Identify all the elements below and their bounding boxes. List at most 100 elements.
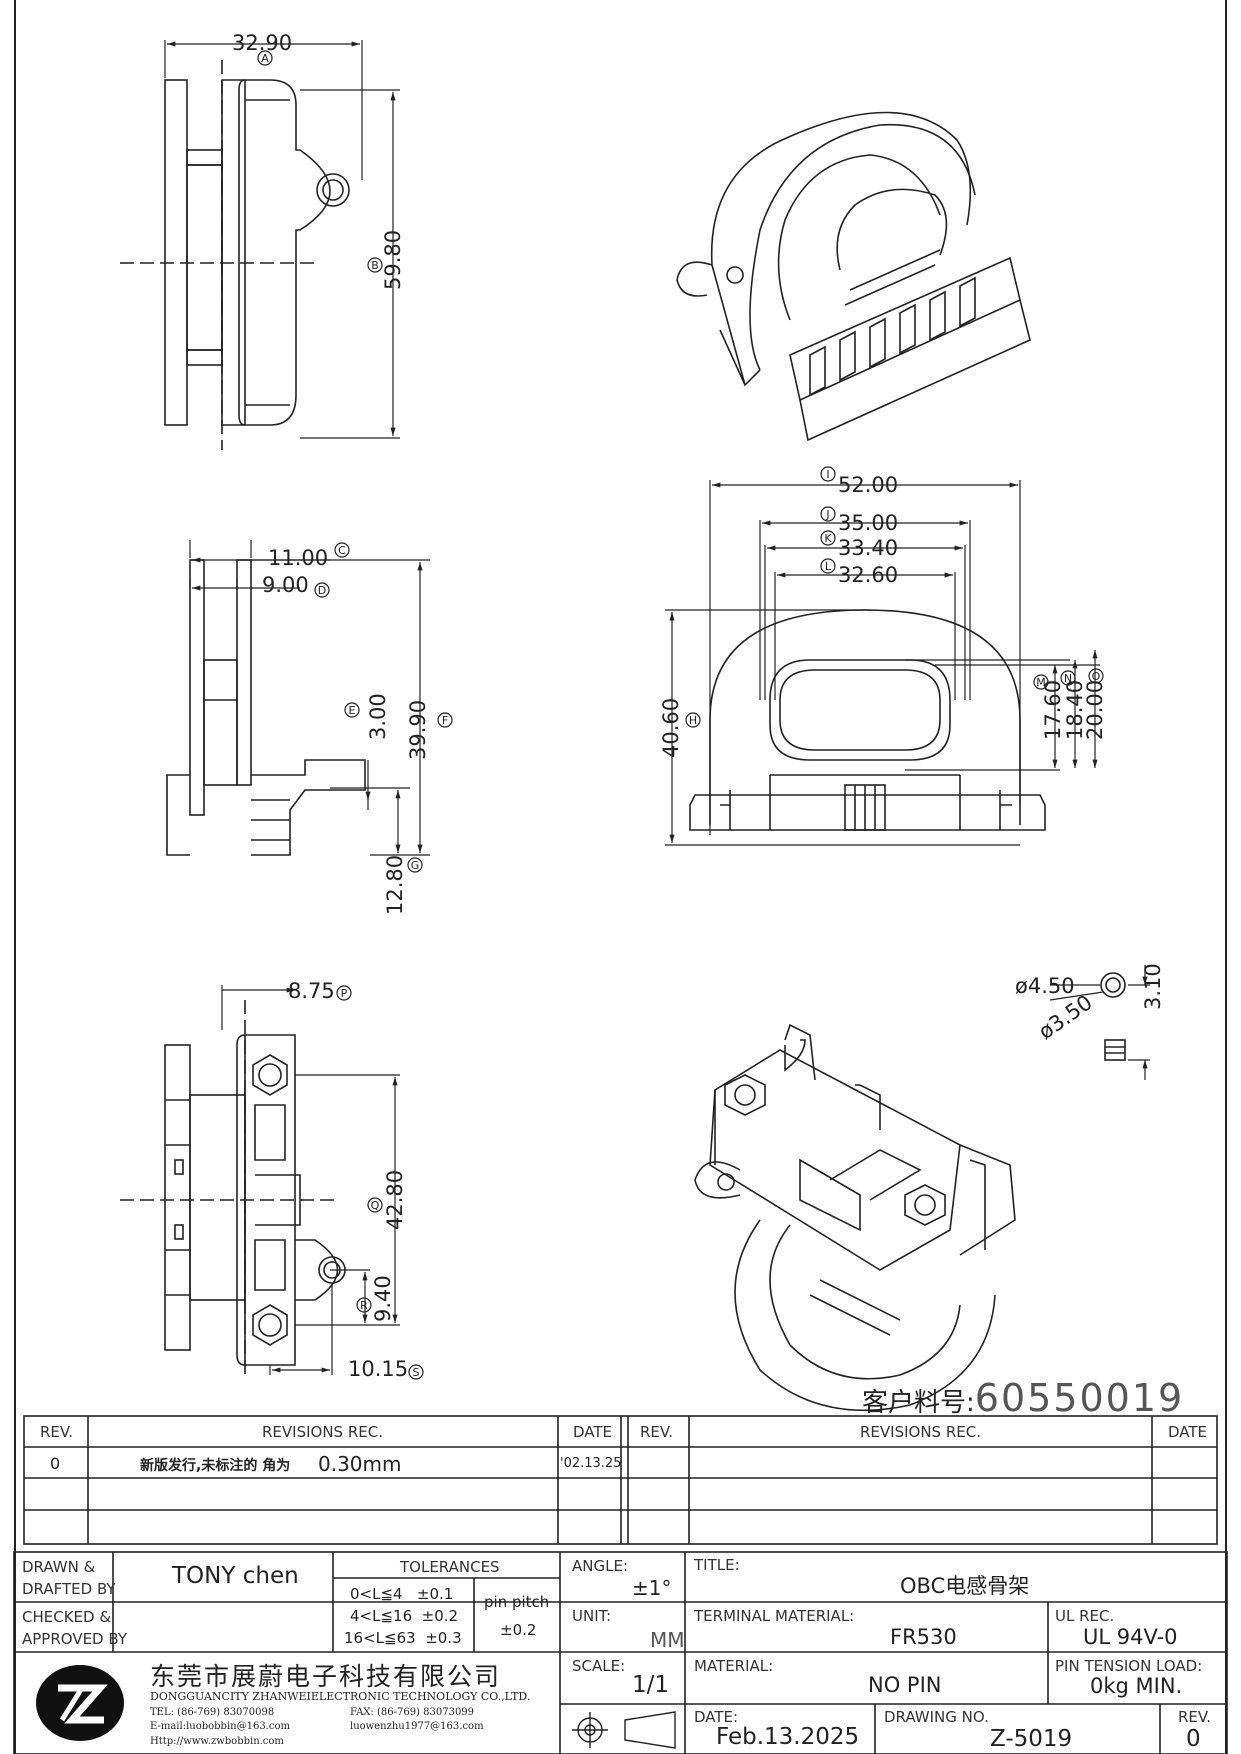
- rev-value: 0: [1186, 1726, 1201, 1752]
- isometric-view-top: [676, 111, 1031, 442]
- date-label: DATE:: [694, 1708, 739, 1726]
- isometric-view-bottom: [694, 1023, 1016, 1412]
- dimension-k: 33.40: [838, 536, 898, 560]
- drawing-no-value: Z-5019: [990, 1726, 1073, 1752]
- dimension-marker-l: [820, 558, 836, 574]
- dimension-marker-m: [1033, 674, 1049, 690]
- pin-tension-value: 0kg MIN.: [1090, 1674, 1183, 1698]
- pin-dimension-pin-height: 3.10: [1141, 963, 1165, 1010]
- pin-dimension-pin-inner: ø3.50: [1034, 990, 1097, 1044]
- drawn-by: TONY chen: [172, 1563, 299, 1589]
- unit-value: MM: [650, 1628, 685, 1652]
- dimension-marker-letter: F: [442, 714, 448, 727]
- dimension-marker-d: [314, 582, 330, 598]
- dimension-g: 12.80: [383, 855, 407, 915]
- checked-label: CHECKED & APPROVED BY: [22, 1608, 128, 1648]
- dimension-marker-letter: B: [371, 259, 379, 272]
- company-email-2: luowenzhu1977@163.com: [350, 1721, 484, 1732]
- company-fax: FAX: (86-769) 83073099: [350, 1707, 475, 1718]
- rev-label: REV.: [1178, 1708, 1211, 1726]
- dimension-marker-letter: C: [338, 544, 346, 557]
- material-value: NO PIN: [868, 1673, 942, 1697]
- dimension-marker-letter: G: [411, 859, 420, 872]
- dimension-marker-letter: Q: [371, 1199, 380, 1212]
- dimension-marker-f: [437, 712, 453, 728]
- dimension-b: 59.80: [381, 230, 405, 290]
- dimension-n: 18.40: [1063, 680, 1087, 740]
- tolerance-ranges: 0<L≦4 ±0.1 4<L≦16 ±0.2 16<L≦63 ±0.3: [344, 1583, 462, 1649]
- dimension-marker-letter: L: [825, 560, 832, 573]
- pin-dimension-pin-outer: ø4.50: [1015, 974, 1075, 998]
- dimension-s: 10.15: [348, 1357, 408, 1381]
- company-http: Http://www.zwbobbin.com: [150, 1736, 284, 1747]
- date-value: Feb.13.2025: [716, 1724, 860, 1750]
- dimension-marker-o: [1088, 668, 1104, 684]
- side-view-top: [120, 60, 350, 450]
- dimension-marker-letter: R: [360, 1299, 368, 1312]
- dimension-marker-letter: H: [689, 714, 697, 727]
- dimension-marker-q: [367, 1197, 383, 1213]
- company-email-1: E-mail:luobobbin@163.com: [150, 1721, 290, 1732]
- dimension-l: 32.60: [838, 563, 898, 587]
- dimension-marker-h: [685, 712, 701, 728]
- rev-row-rec: 新版发行,未标注的 角为: [140, 1458, 291, 1474]
- date-header-left: DATE: [573, 1423, 613, 1441]
- dimension-marker-r: [356, 1297, 372, 1313]
- dimension-m: 17.60: [1041, 680, 1065, 740]
- pin-detail: [1100, 972, 1126, 1061]
- dimension-j: 35.00: [838, 511, 898, 535]
- dimension-marker-letter: K: [824, 532, 832, 545]
- dimension-marker-j: [820, 506, 836, 522]
- dimension-marker-letter: I: [826, 468, 829, 481]
- title-label: TITLE:: [694, 1556, 740, 1574]
- side-view-bottom: [120, 1000, 346, 1380]
- dimension-c: 11.00: [268, 546, 328, 570]
- angle-label: ANGLE:: [572, 1557, 628, 1575]
- date-header-right: DATE: [1168, 1423, 1208, 1441]
- dimension-p: 8.75: [288, 979, 335, 1003]
- rec-header-left: REVISIONS REC.: [262, 1423, 383, 1441]
- dimension-marker-letter: A: [261, 52, 269, 65]
- tol-value: ±0.3: [425, 1629, 462, 1647]
- dimension-marker-p: [336, 985, 352, 1001]
- dimension-marker-c: [334, 542, 350, 558]
- rev-header-left: REV.: [40, 1423, 73, 1441]
- dimension-marker-b: [367, 257, 383, 273]
- company-name-cn: 东莞市展蔚电子科技有限公司: [150, 1662, 502, 1691]
- dimension-h: 40.60: [659, 698, 683, 758]
- dimension-marker-letter: P: [341, 987, 348, 1000]
- rev-header-right: REV.: [640, 1423, 673, 1441]
- dimension-marker-letter: O: [1092, 670, 1101, 683]
- pin-pitch-tol: ±0.2: [500, 1621, 537, 1639]
- scale-value: 1/1: [632, 1672, 670, 1698]
- material-label: MATERIAL:: [694, 1657, 774, 1675]
- dimension-marker-letter: E: [349, 704, 356, 717]
- customer-part: 客户料号:60550019: [862, 1376, 1184, 1420]
- rev-row-rev: 0: [50, 1454, 61, 1473]
- terminal-material-value: FR530: [890, 1625, 957, 1649]
- company-name-en: DONGGUANCITY ZHANWEIELECTRONIC TECHNOLOG…: [150, 1690, 531, 1703]
- customer-part-label: 客户料号:: [862, 1388, 975, 1418]
- dimension-e: 3.00: [366, 693, 390, 740]
- dimension-marker-s: [408, 1364, 424, 1380]
- dimension-d: 9.00: [262, 573, 309, 597]
- ul-label: UL REC.: [1055, 1607, 1115, 1625]
- dimension-i: 52.00: [838, 473, 898, 497]
- tol-value: ±0.1: [416, 1585, 454, 1603]
- drawn-label: DRAWN & DRAFTED BY: [22, 1558, 116, 1598]
- side-view-middle: [166, 559, 366, 856]
- rec-header-right: REVISIONS REC.: [860, 1423, 981, 1441]
- scale-label: SCALE:: [572, 1657, 626, 1675]
- dimension-marker-i: [820, 466, 836, 482]
- rev-row-date: '02.13.25: [560, 1456, 622, 1471]
- pin-tension-label: PIN TENSION LOAD:: [1055, 1657, 1203, 1675]
- dimension-r: 9.40: [371, 1275, 395, 1322]
- tolerances-label: TOLERANCES: [400, 1558, 500, 1576]
- angle-value: ±1°: [632, 1576, 672, 1600]
- drawing-sheet: [14, 0, 1227, 1754]
- dimension-marker-letter: D: [318, 584, 326, 597]
- tol-range: 4<L≦16: [350, 1607, 413, 1625]
- dimension-marker-letter: S: [413, 1366, 420, 1379]
- dimension-o: 20.00: [1083, 680, 1107, 740]
